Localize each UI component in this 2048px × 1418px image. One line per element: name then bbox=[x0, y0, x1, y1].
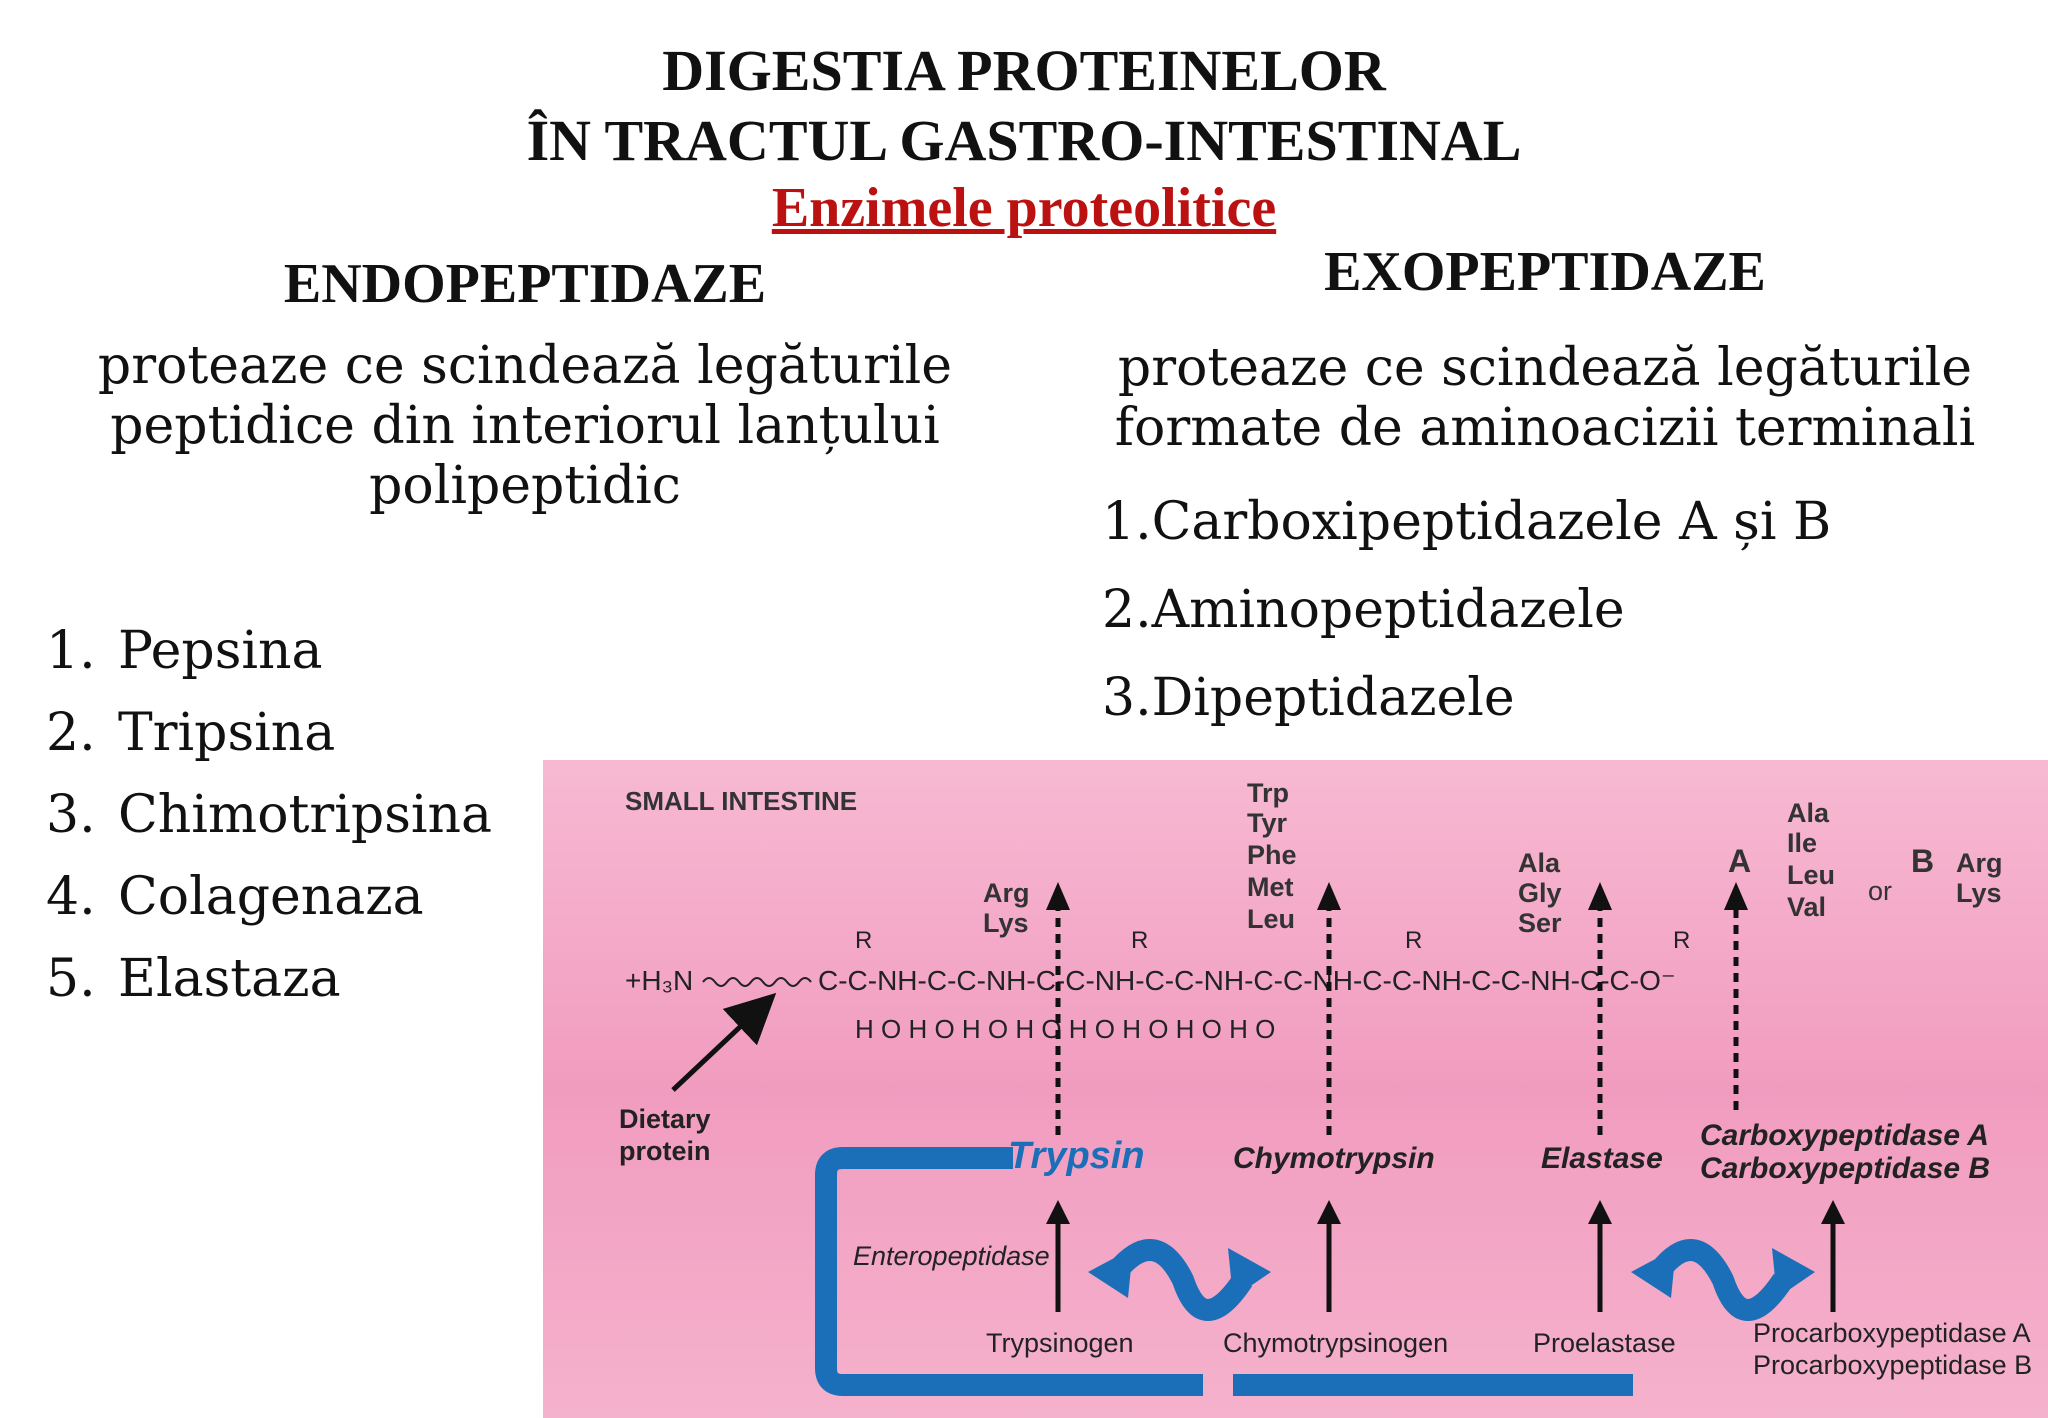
zymogen-labels: Trypsinogen Chymotrypsinogen Proelastase… bbox=[986, 1318, 2032, 1380]
list-item: 2.Aminopeptidazele bbox=[1102, 580, 1625, 640]
blue-arrow-icon bbox=[1631, 1248, 1676, 1298]
carboxy-b-marker: B bbox=[1911, 843, 1934, 879]
list-item-number: 2. bbox=[46, 703, 96, 763]
elastase-label: Elastase bbox=[1541, 1142, 1663, 1175]
cleavage-arrowheads bbox=[1046, 882, 1748, 910]
up-arrow-icon bbox=[1588, 1200, 1612, 1224]
list-item-number: 3. bbox=[46, 785, 96, 845]
list-item: 4. Colagenaza bbox=[46, 856, 492, 938]
dietary-protein-arrow bbox=[671, 992, 777, 1092]
blue-arrow-icon bbox=[1772, 1248, 1815, 1298]
carboxypeptidase-b-label: Carboxypeptidase B bbox=[1700, 1152, 1990, 1185]
page-subtitle: Enzimele proteolitice bbox=[771, 177, 1277, 239]
chain-residue-label-r: R bbox=[855, 927, 872, 954]
list-item: 1.Carboxipeptidazele A și B bbox=[1102, 492, 1832, 552]
small-intestine-label: SMALL INTESTINE bbox=[625, 786, 857, 816]
enteropeptidase-label: Enteropeptidase bbox=[853, 1241, 1050, 1271]
activation-curve-chymotrypsin bbox=[1101, 1239, 1253, 1321]
list-item-label: Tripsina bbox=[118, 703, 336, 763]
chymotrypsin-site-3: Met bbox=[1247, 872, 1294, 902]
page-title-line1: DIGESTIA PROTEINELOR bbox=[662, 38, 1386, 103]
list-item: 3. Chimotripsina bbox=[46, 774, 492, 856]
activation-arrows bbox=[1055, 1222, 1836, 1312]
protein-digestion-diagram: SMALL INTESTINE +H₃N C-C-NH-C-C-NH-C-C-N… bbox=[543, 760, 2048, 1418]
dietary-protein-label-line1: Dietary bbox=[619, 1104, 711, 1134]
activation-arrowheads bbox=[1046, 1200, 1845, 1224]
chymotrypsin-site-2: Phe bbox=[1247, 840, 1297, 870]
chain-wavy-line bbox=[702, 977, 812, 987]
list-item: 3.Dipeptidazele bbox=[1102, 668, 1515, 728]
cleavage-site-labels: Arg Lys Trp Tyr Phe Met Leu Ala Gly Ser … bbox=[983, 778, 2003, 938]
exo-desc-line2: formate de aminoacizii terminali bbox=[1114, 398, 1976, 458]
diagram-background bbox=[543, 760, 2048, 1418]
up-arrow-icon bbox=[1821, 1200, 1845, 1224]
endo-desc-line2: peptidice din interiorul lanțului bbox=[110, 396, 940, 456]
endo-desc-line1: proteaze ce scindează legăturile bbox=[97, 336, 953, 396]
chain-residue-label-r: R bbox=[1673, 927, 1690, 954]
dietary-protein-label-line2: protein bbox=[619, 1136, 711, 1166]
list-item-label: Colagenaza bbox=[118, 867, 424, 927]
chymotrypsin-site-4: Leu bbox=[1247, 904, 1295, 934]
chymotrypsin-site-1: Tyr bbox=[1247, 808, 1288, 838]
chain-residue-label-r: R bbox=[1405, 927, 1422, 954]
up-arrow-icon bbox=[1724, 882, 1748, 910]
carboxy-b-site-0: Arg bbox=[1956, 848, 2003, 878]
up-arrow-icon bbox=[1317, 1200, 1341, 1224]
chymotrypsinogen-label: Chymotrypsinogen bbox=[1223, 1328, 1448, 1358]
or-label: or bbox=[1868, 876, 1892, 906]
blue-arrow-icon bbox=[1088, 1248, 1133, 1298]
page-title-line2: ÎN TRACTUL GASTRO-INTESTINAL bbox=[526, 108, 1522, 173]
list-item-number: 5. bbox=[46, 949, 96, 1009]
trypsin-site-1: Lys bbox=[983, 908, 1029, 938]
enzyme-labels: Trypsin Chymotrypsin Elastase Carboxypep… bbox=[1008, 1119, 1990, 1185]
chymotrypsin-label: Chymotrypsin bbox=[1233, 1142, 1435, 1175]
list-item-label: Elastaza bbox=[118, 949, 341, 1009]
chain-residue-label-r: R bbox=[1131, 927, 1148, 954]
trypsinogen-label: Trypsinogen bbox=[986, 1328, 1134, 1358]
elastase-site-1: Gly bbox=[1518, 878, 1562, 908]
carboxy-a-site-2: Leu bbox=[1787, 860, 1835, 890]
chain-backbone-text: C-C-NH-C-C-NH-C-C-NH-C-C-NH-C-C-NH-C-C-N… bbox=[818, 965, 1676, 996]
n-terminus-label: +H₃N bbox=[625, 965, 693, 996]
procarboxypeptidase-a-label: Procarboxypeptidase A bbox=[1753, 1318, 2031, 1348]
endo-description: proteaze ce scindează legăturile peptidi… bbox=[40, 336, 1010, 516]
list-item-number: 1. bbox=[46, 621, 96, 681]
up-arrow-icon bbox=[1046, 882, 1070, 910]
up-arrow-icon bbox=[1588, 882, 1612, 910]
list-item-label: Pepsina bbox=[118, 621, 323, 681]
up-arrow-icon bbox=[1046, 1200, 1070, 1224]
exo-desc-line1: proteaze ce scindează legăturile bbox=[1117, 338, 1973, 398]
endo-enzyme-list: 1. Pepsina 2. Tripsina 3. Chimotripsina 4. C… bbox=[46, 610, 492, 1020]
endo-desc-line3: polipeptidic bbox=[369, 456, 681, 516]
carboxy-a-marker: A bbox=[1728, 843, 1751, 879]
carboxy-a-site-0: Ala bbox=[1787, 798, 1830, 828]
trypsin-label: Trypsin bbox=[1008, 1135, 1145, 1177]
list-item: 5. Elastaza bbox=[46, 938, 492, 1020]
endo-heading: ENDOPEPTIDAZE bbox=[283, 253, 767, 315]
proelastase-label: Proelastase bbox=[1533, 1328, 1676, 1358]
carboxy-a-site-1: Ile bbox=[1787, 828, 1817, 858]
list-item: 1. Pepsina bbox=[46, 610, 492, 692]
trypsin-activation-loop bbox=[815, 1147, 1203, 1396]
carboxy-b-site-1: Lys bbox=[1956, 878, 2002, 908]
trypsin-site-0: Arg bbox=[983, 878, 1030, 908]
activation-curve-carboxypeptidase bbox=[1643, 1239, 1793, 1321]
list-item-label: Chimotripsina bbox=[118, 785, 493, 845]
carboxy-a-site-3: Val bbox=[1787, 892, 1826, 922]
procarboxypeptidase-b-label: Procarboxypeptidase B bbox=[1753, 1350, 2032, 1380]
cleavage-dashed-arrows bbox=[1055, 908, 1739, 1135]
exo-description: proteaze ce scindează legăturile formate… bbox=[1090, 338, 2000, 458]
list-item-number: 4. bbox=[46, 867, 96, 927]
exo-heading: EXOPEPTIDAZE bbox=[1324, 241, 1766, 303]
peptide-chain: +H₃N C-C-NH-C-C-NH-C-C-NH-C-C-NH-C-C-NH-… bbox=[625, 927, 1690, 1044]
chain-h-o-labels: H O H O H O H O H O H O H O H O bbox=[855, 1014, 1275, 1044]
exo-enzyme-list: 1.Carboxipeptidazele A și B 2.Aminopepti… bbox=[1102, 478, 1831, 742]
chymotrypsin-site-0: Trp bbox=[1247, 778, 1289, 808]
blue-arrow-icon bbox=[1228, 1248, 1271, 1298]
carboxypeptidase-a-label: Carboxypeptidase A bbox=[1700, 1119, 1989, 1152]
up-arrow-icon bbox=[1317, 882, 1341, 910]
elastase-site-0: Ala bbox=[1518, 848, 1561, 878]
elastase-site-2: Ser bbox=[1518, 908, 1562, 938]
list-item: 2. Tripsina bbox=[46, 692, 492, 774]
